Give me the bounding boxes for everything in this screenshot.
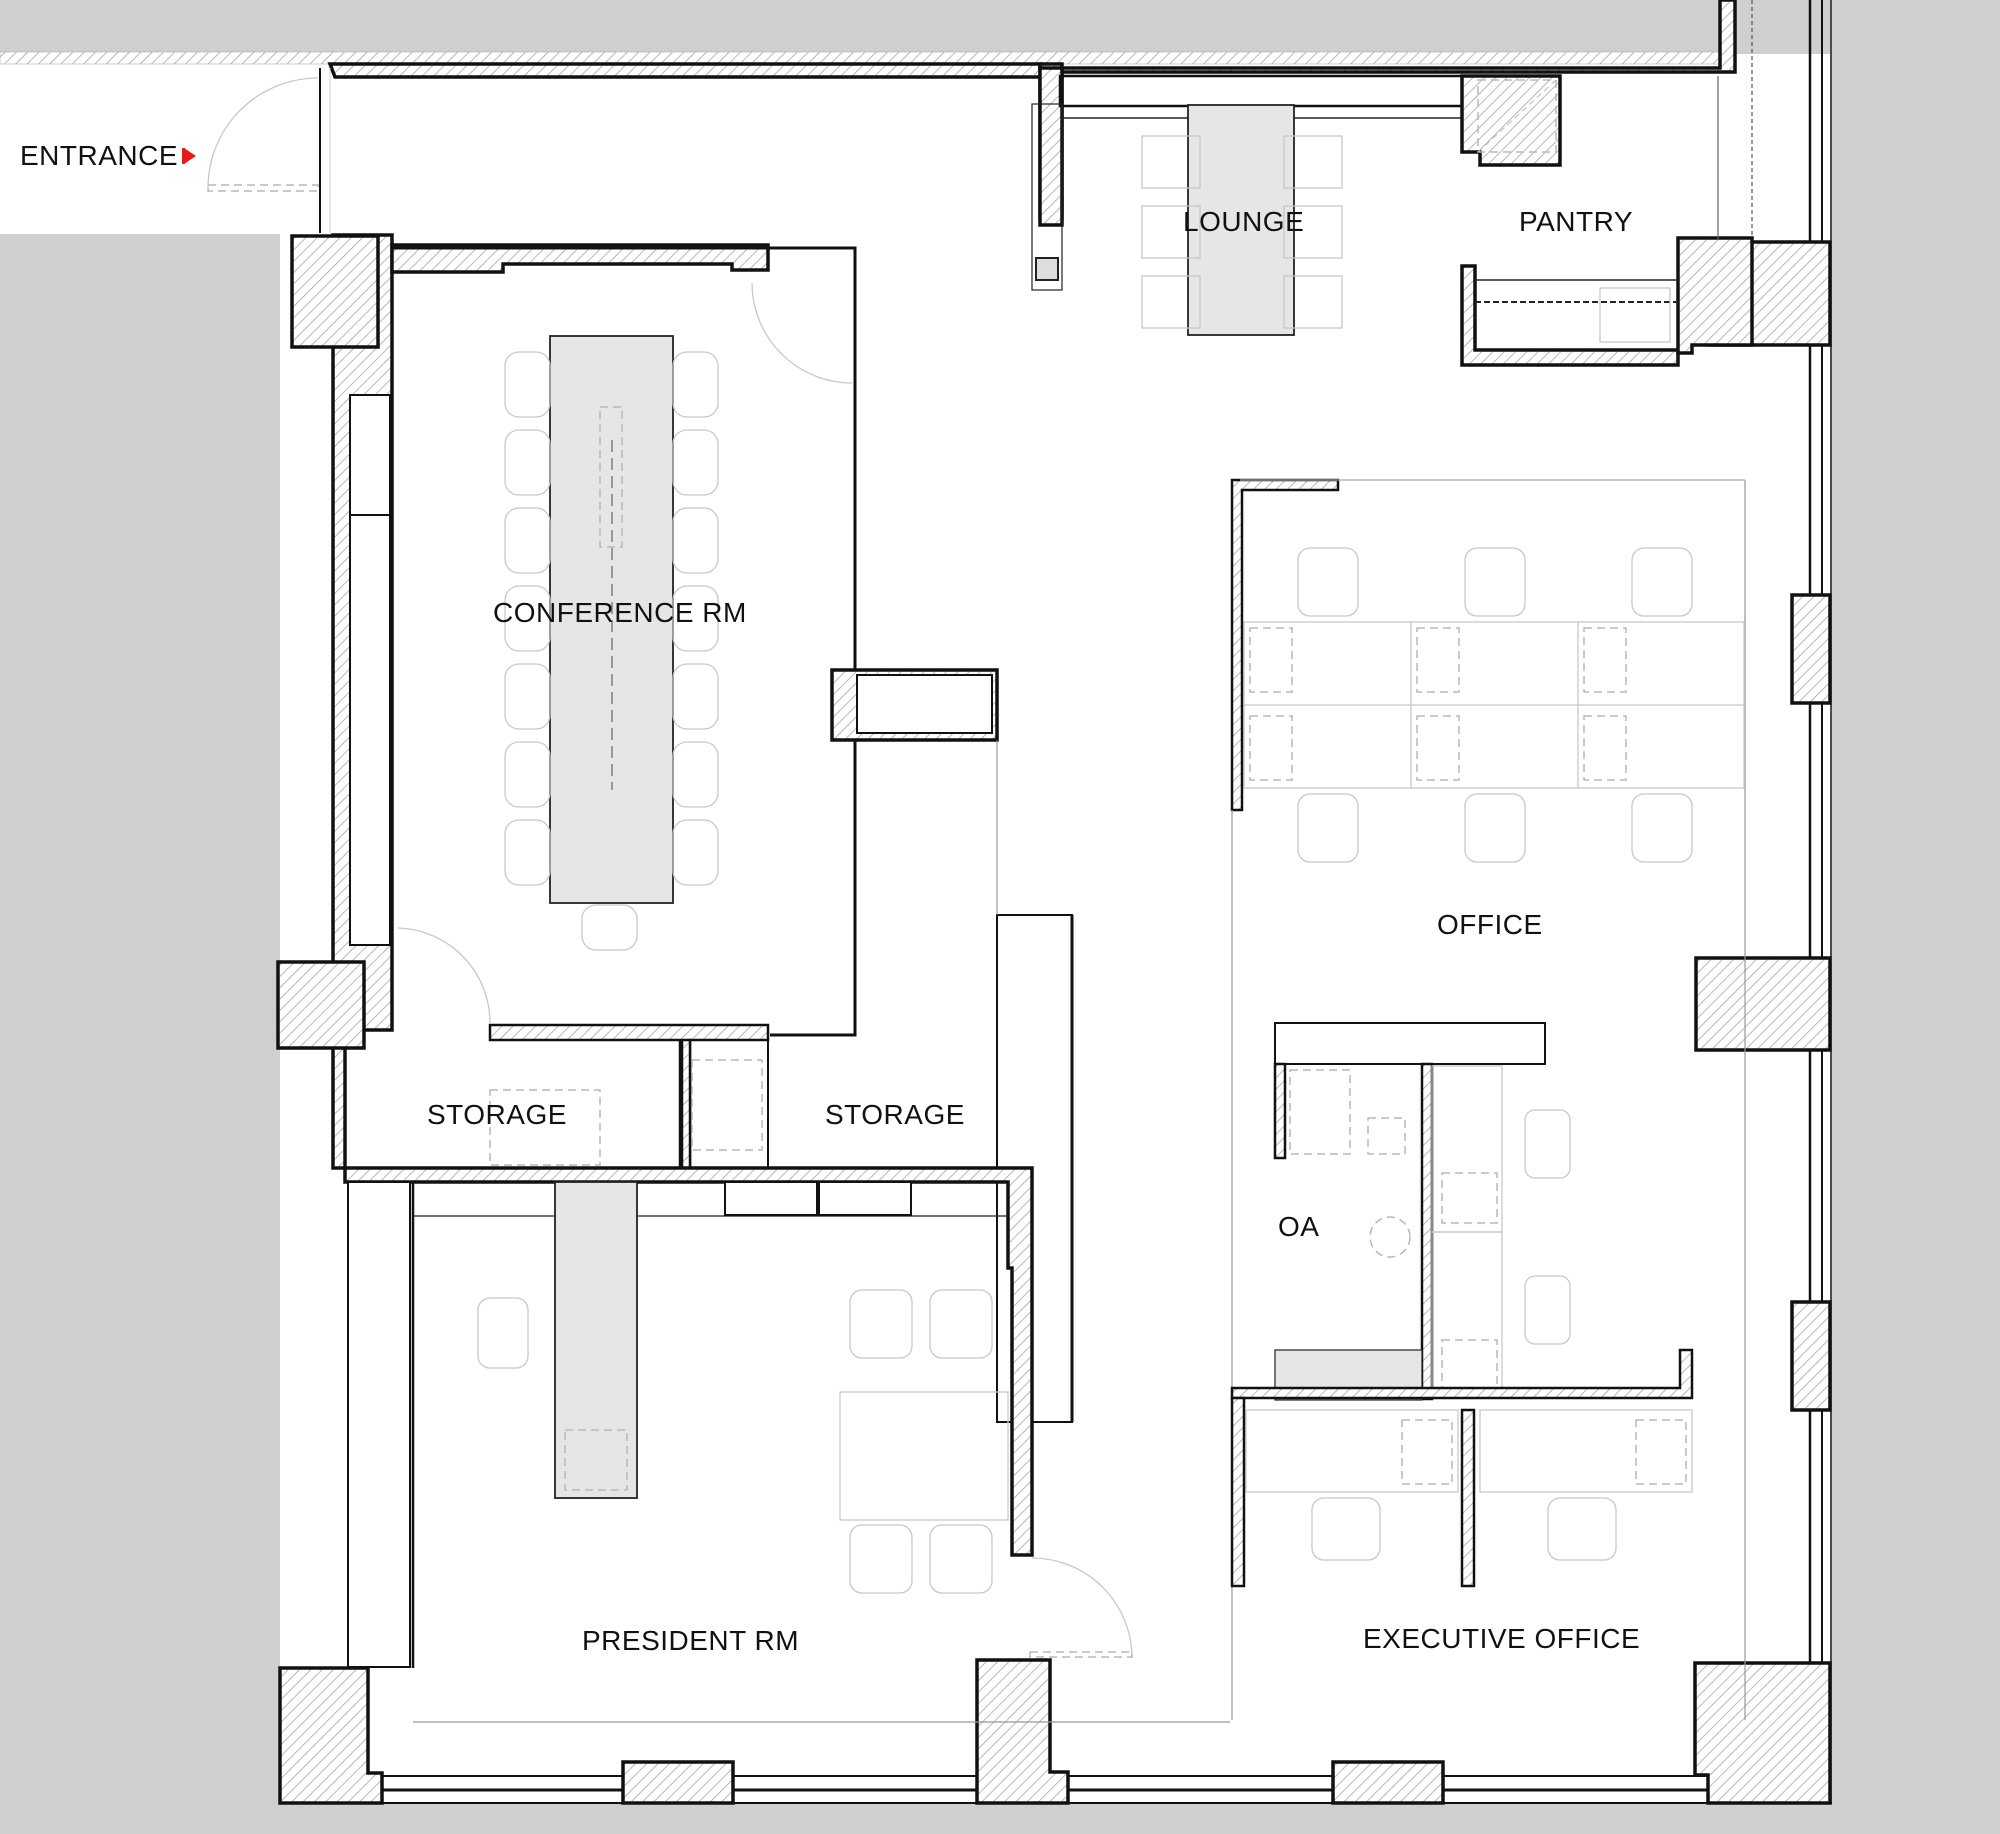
office-label: OFFICE: [1437, 909, 1543, 940]
conference-room-label: CONFERENCE RM: [493, 597, 747, 628]
president-room-label: PRESIDENT RM: [582, 1625, 799, 1656]
storage-left-label: STORAGE: [427, 1099, 567, 1130]
conference-table: [549, 335, 674, 904]
executive-office-label: EXECUTIVE OFFICE: [1363, 1623, 1640, 1654]
conference-side-door-swing[interactable]: [397, 927, 491, 1024]
entrance-label: ENTRANCE: [20, 140, 178, 171]
office: OFFICE: [1230, 478, 1746, 1720]
lounge-table: [1187, 104, 1295, 336]
oa-label: OA: [1278, 1211, 1319, 1242]
lounge-chairs: [1141, 135, 1343, 329]
storage-rooms: STORAGE STORAGE: [427, 740, 1074, 1423]
president-door-swing[interactable]: [1031, 1557, 1133, 1659]
lounge-label: LOUNGE: [1183, 206, 1304, 237]
office-chairs: [1297, 547, 1693, 863]
pantry: PANTRY: [1460, 74, 1754, 367]
entrance: ENTRANCE: [20, 68, 331, 233]
storage-right-label: STORAGE: [825, 1099, 965, 1130]
office-desks: [1243, 621, 1745, 789]
oa-room: OA: [1273, 1022, 1571, 1401]
president-chairs: [849, 1289, 993, 1594]
president-desk: [554, 1181, 638, 1499]
conference-room: CONFERENCE RM: [349, 243, 857, 1037]
executive-office: EXECUTIVE OFFICE: [1230, 1348, 1694, 1654]
structural-columns: [276, 234, 1832, 1805]
lounge: LOUNGE: [1031, 66, 1464, 336]
conference-chairs: [504, 351, 719, 951]
entrance-door-swing[interactable]: [207, 77, 319, 189]
conference-door-swing[interactable]: [751, 282, 853, 384]
pantry-label: PANTRY: [1519, 206, 1633, 237]
entrance-arrow-icon: [182, 148, 196, 164]
president-room: PRESIDENT RM: [343, 1166, 1230, 1723]
sink-icon: [1599, 287, 1671, 343]
column-box: [830, 668, 999, 742]
